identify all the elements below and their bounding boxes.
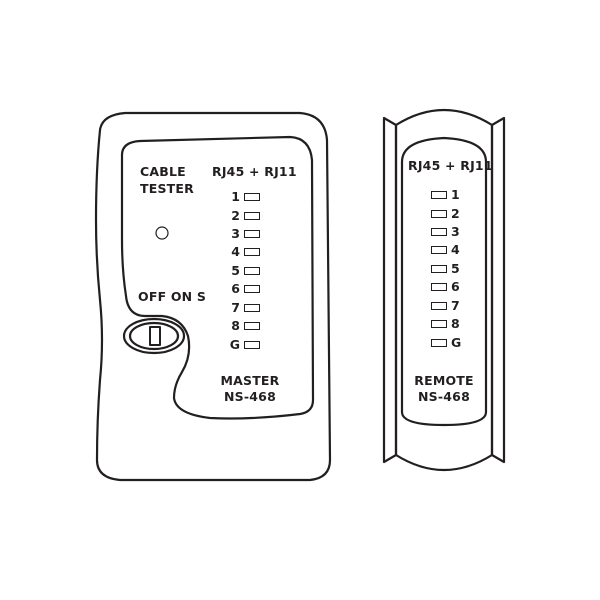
remote-model-line1: REMOTE [414,373,474,388]
master-title-line2: TESTER [140,181,194,196]
led-label: 8 [451,315,460,331]
remote-led-row: 7 [431,299,463,313]
led-indicator-icon [244,341,260,349]
led-label: 6 [231,280,240,296]
remote-rail-right [490,116,506,464]
led-indicator-icon [431,228,447,236]
remote-led-row: 2 [431,207,463,221]
master-led-row: 8 [228,319,260,333]
led-indicator-icon [431,265,447,273]
remote-rail-left [382,116,398,464]
led-label: 2 [451,205,460,221]
led-label: 5 [451,260,460,276]
led-indicator-icon [431,320,447,328]
remote-panel-outline [400,136,488,427]
led-indicator-icon [244,212,260,220]
remote-model-line2: NS-468 [418,389,470,404]
led-label: G [229,336,240,352]
led-label: 5 [231,262,240,278]
led-indicator-icon [244,267,260,275]
master-panel-outline [120,135,315,420]
led-indicator-icon [244,322,260,330]
remote-connector-label: RJ45 + RJ11 [408,158,493,173]
slide-switch-inner [128,321,180,351]
master-led-row: 7 [228,301,260,315]
led-label: 3 [231,225,240,241]
led-label: 7 [231,299,240,315]
led-label: G [451,334,462,350]
led-label: 6 [451,278,460,294]
remote-led-row: 1 [431,188,463,202]
led-indicator-icon [431,283,447,291]
power-led-icon [155,226,169,240]
led-label: 7 [451,297,460,313]
led-label: 4 [451,241,460,257]
master-led-row: 6 [228,282,260,296]
remote-led-row: 4 [431,243,463,257]
master-model-line2: NS-468 [224,389,276,404]
remote-led-row: 6 [431,280,463,294]
remote-led-row: 8 [431,317,463,331]
led-indicator-icon [431,210,447,218]
master-connector-label: RJ45 + RJ11 [212,164,297,179]
led-label: 3 [451,223,460,239]
slide-switch-outer[interactable] [122,317,186,355]
remote-led-row: 5 [431,262,463,276]
led-indicator-icon [431,339,447,347]
master-led-row: 5 [228,264,260,278]
led-indicator-icon [244,304,260,312]
led-indicator-icon [244,248,260,256]
led-label: 1 [451,186,460,202]
master-title-line1: CABLE [140,164,186,179]
master-led-row: 3 [228,227,260,241]
led-label: 8 [231,317,240,333]
slide-switch-knob[interactable] [149,326,161,346]
remote-led-row: 3 [431,225,463,239]
led-indicator-icon [244,285,260,293]
led-indicator-icon [431,246,447,254]
master-body-outline [94,111,332,482]
led-indicator-icon [244,230,260,238]
led-label: 1 [231,188,240,204]
led-indicator-icon [431,302,447,310]
led-indicator-icon [244,193,260,201]
master-led-row: G [228,338,260,352]
master-led-row: 1 [228,190,260,204]
master-led-row: 4 [228,245,260,259]
led-label: 4 [231,243,240,259]
led-indicator-icon [431,191,447,199]
remote-led-row: G [431,336,463,350]
led-label: 2 [231,207,240,223]
master-led-row: 2 [228,209,260,223]
master-model-line1: MASTER [220,373,280,388]
master-switch-label: OFF ON S [138,289,207,304]
